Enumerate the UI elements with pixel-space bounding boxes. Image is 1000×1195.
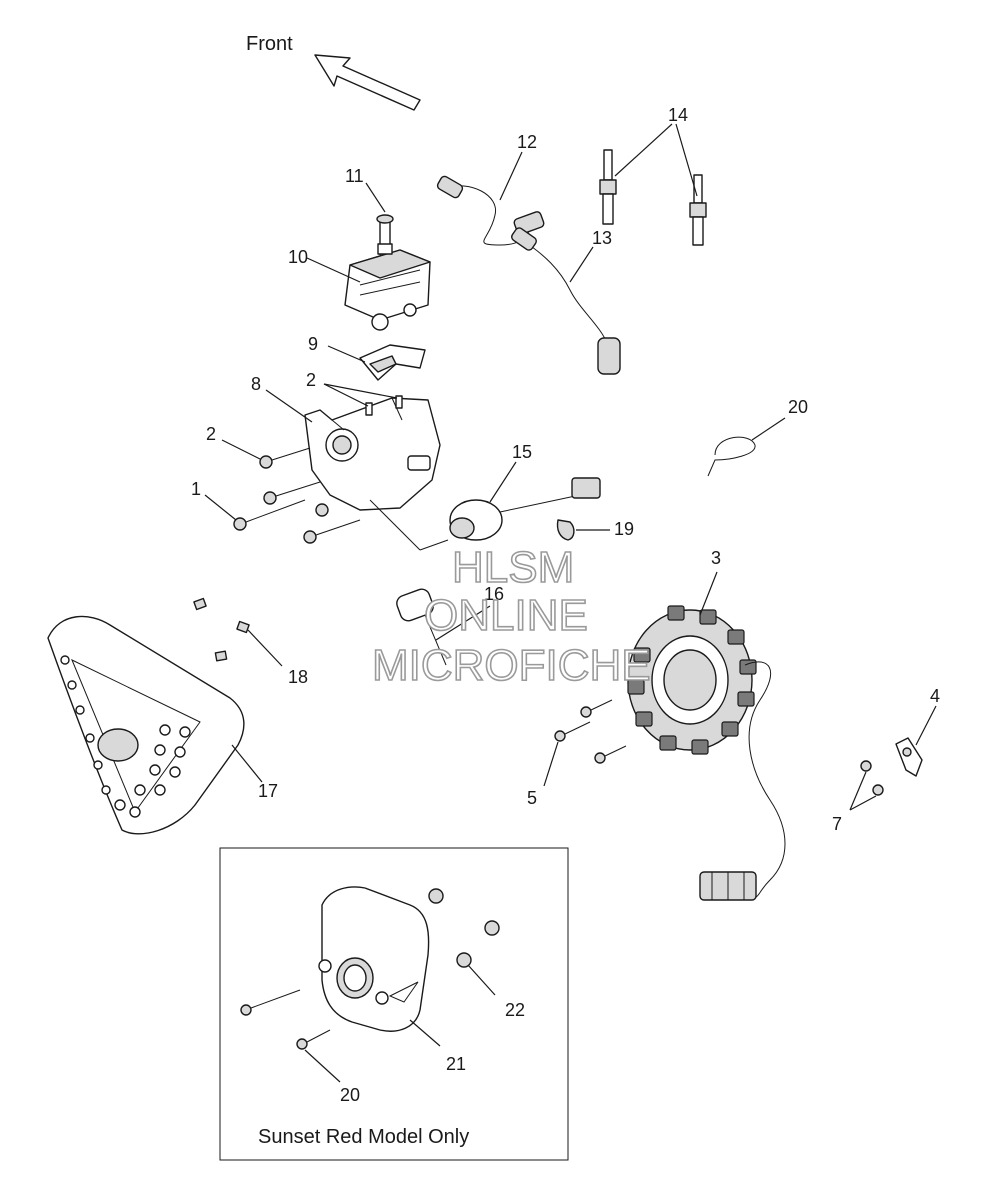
spark-plug-part-9a (599, 149, 617, 225)
cable-tie-part-19 (707, 436, 756, 477)
nuts-part-22 (428, 888, 500, 968)
leader-7 (499, 151, 523, 201)
callout-2-upper: 2 (306, 370, 316, 390)
bolt-part-2 (259, 447, 311, 469)
clips-part-17 (193, 597, 250, 662)
leader-20 (304, 1049, 341, 1083)
callout-13: 4 (930, 686, 940, 706)
watermark-line-3: MICROFICHE (372, 641, 651, 690)
callout-21: 21 (446, 1054, 466, 1074)
leader-1 (204, 494, 237, 521)
leader-9a (614, 123, 673, 177)
callout-2-lower: 2 (206, 424, 216, 444)
leader-6 (365, 182, 386, 213)
watermark-line-1: HLSM (452, 543, 574, 592)
callout-16: 17 (258, 781, 278, 801)
leader-2-lower (221, 439, 261, 460)
callout-10: 15 (512, 442, 532, 462)
clip-part-18 (556, 519, 575, 541)
callout-12: 3 (711, 548, 721, 568)
leader-8 (569, 246, 594, 283)
leader-22 (467, 964, 496, 996)
ignition-switch-part-10 (369, 477, 601, 551)
callout-18: 19 (614, 519, 634, 539)
bolts-part-15 (554, 699, 627, 764)
leader-2-upper-a (323, 383, 369, 407)
leader-9b (675, 123, 698, 197)
leader-19 (751, 417, 786, 441)
leader-2-upper-b (323, 383, 398, 399)
leader-14b (849, 795, 877, 811)
leader-11 (435, 605, 491, 641)
callout-7: 12 (517, 132, 537, 152)
spark-plug-part-9b (689, 174, 707, 246)
leader-17 (247, 629, 283, 667)
cover-part-21 (318, 886, 430, 1032)
ignition-wire-part-8 (511, 227, 621, 375)
stud-part-2-upper (365, 395, 403, 416)
leader-5 (306, 257, 361, 283)
clamp-part-13 (895, 737, 923, 777)
screws-part-20 (240, 989, 331, 1050)
callout-1: 1 (191, 479, 201, 499)
leader-12 (699, 571, 718, 616)
callout-6: 11 (345, 166, 364, 186)
callout-19: 20 (788, 397, 808, 417)
inset-caption: Sunset Red Model Only (258, 1126, 469, 1148)
callout-5: 10 (288, 247, 308, 267)
callout-17: 18 (288, 667, 308, 687)
leader-13 (915, 705, 937, 746)
front-arrow-icon (314, 54, 421, 111)
ignition-coil-part-5 (344, 243, 431, 331)
key-part-11 (396, 588, 447, 666)
callout-20: 20 (340, 1085, 360, 1105)
bracket-part-4 (359, 344, 426, 381)
callout-22: 22 (505, 1000, 525, 1020)
panel-part-16 (47, 615, 245, 835)
watermark-line-2: ONLINE (424, 591, 588, 640)
callout-4: 9 (308, 334, 318, 354)
callout-9: 14 (668, 105, 688, 125)
leader-16 (231, 744, 263, 783)
callout-14: 7 (832, 814, 842, 834)
callout-8: 13 (592, 228, 612, 248)
leader-10 (489, 461, 517, 503)
callout-15: 5 (527, 788, 537, 808)
bolts-part-1 (233, 481, 361, 544)
callout-11: 16 (484, 584, 504, 604)
stator-part-12 (627, 605, 786, 901)
leader-21 (409, 1019, 441, 1047)
screws-part-14 (860, 760, 884, 796)
leader-15 (543, 741, 559, 787)
leader-4 (327, 345, 366, 363)
leader-14a (849, 771, 867, 811)
leader-3 (265, 389, 313, 423)
callout-3: 8 (251, 374, 261, 394)
front-label: Front (246, 33, 293, 55)
mounting-bracket-part-3 (304, 397, 441, 511)
inset-box (219, 847, 569, 1161)
